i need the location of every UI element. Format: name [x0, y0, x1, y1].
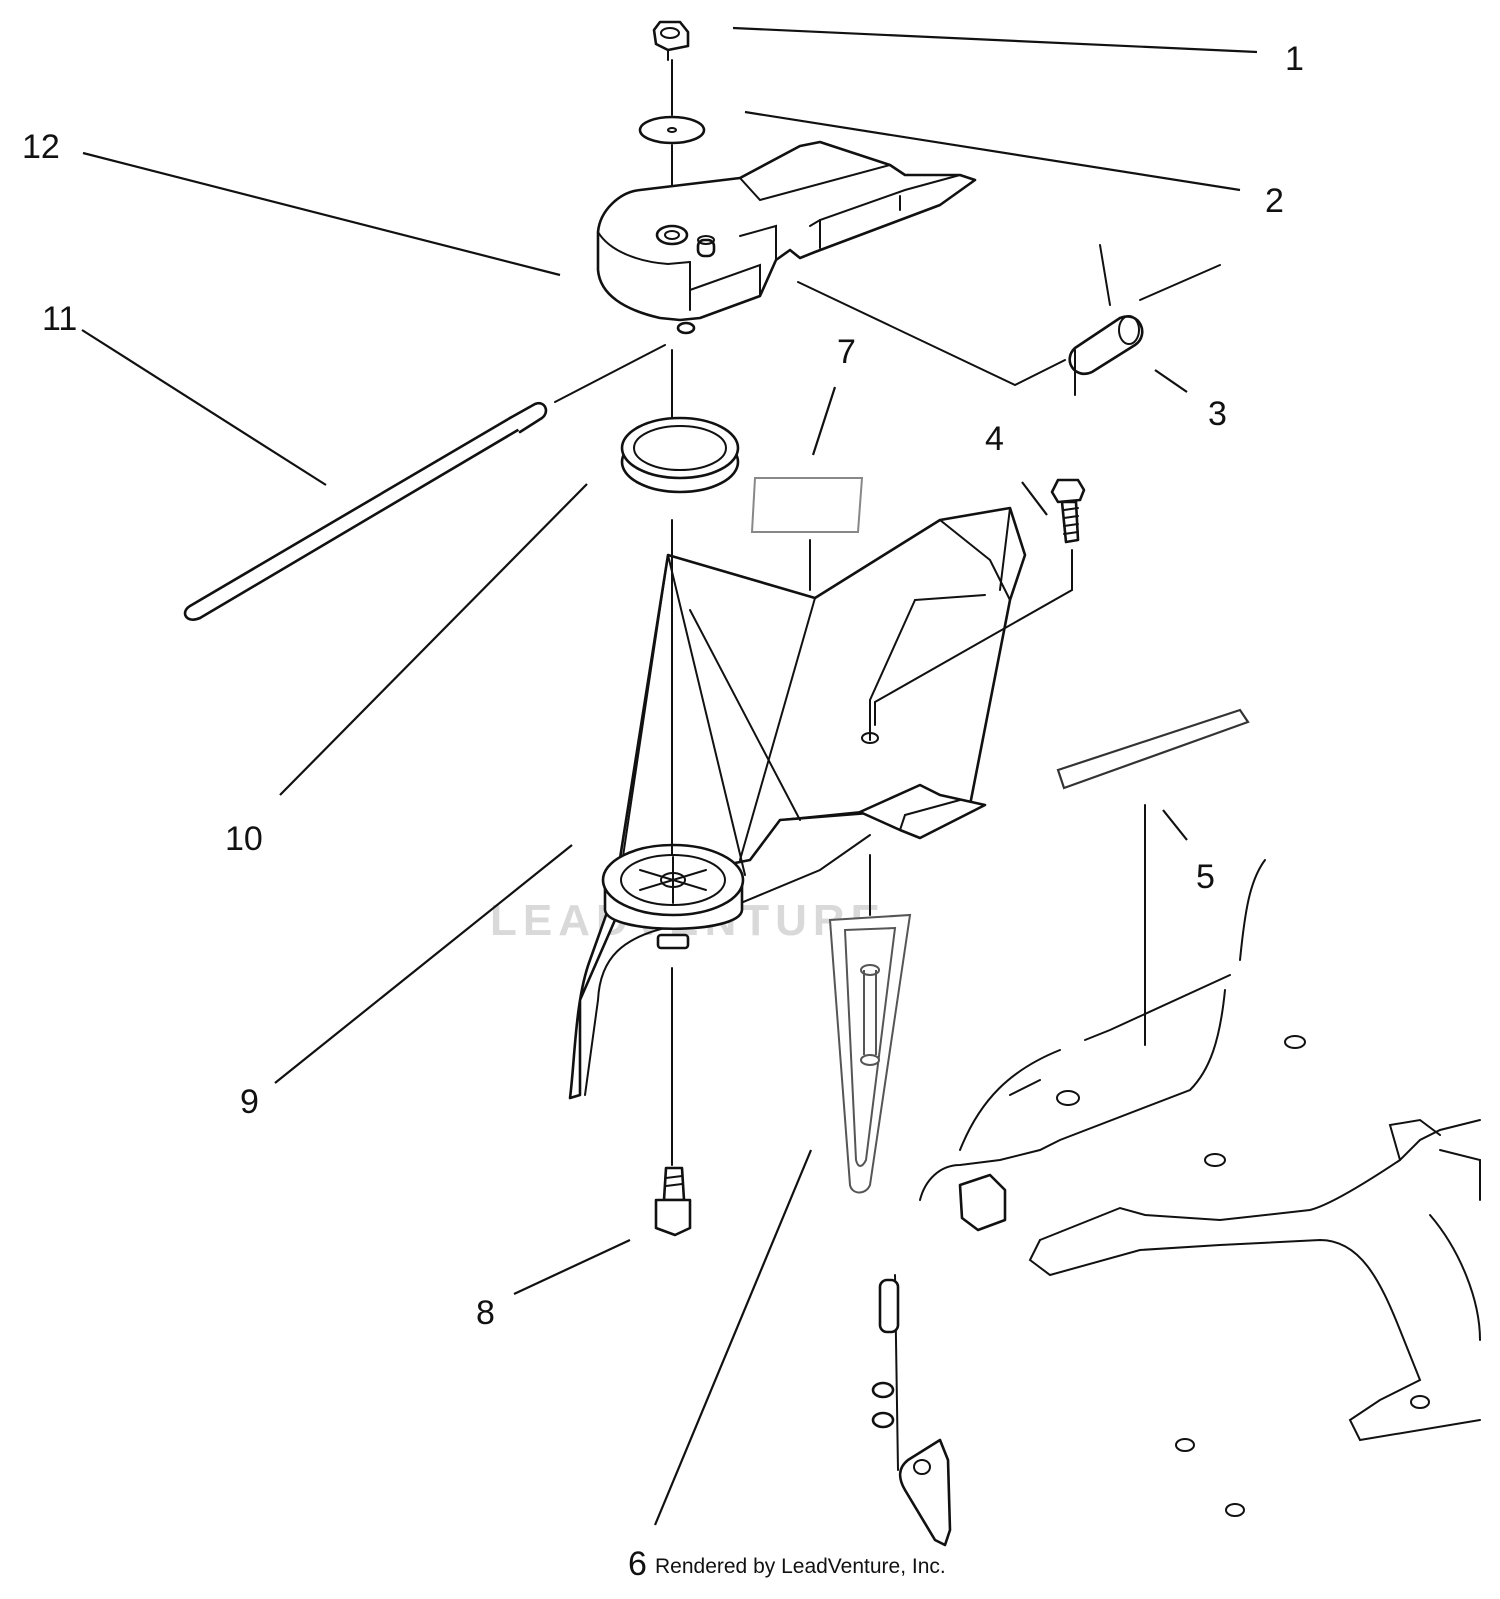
leader-lines: [81, 26, 1258, 1526]
part-5-strip-decal: [1056, 708, 1250, 790]
part-2-washer: [638, 115, 706, 145]
callout-6: 6: [628, 1545, 647, 1583]
callout-7: 7: [837, 333, 856, 371]
part-7-decal: [750, 477, 864, 533]
part-11-hinge-rod: [183, 401, 548, 621]
part-3-torsion-spring: [1068, 244, 1144, 396]
callout-11: 11: [42, 300, 77, 338]
part-9-discharge-chute: [568, 506, 1027, 1100]
part-8-shoulder-bolt: [654, 1166, 692, 1237]
part-6-deflector-plate: [828, 913, 912, 1194]
part-4-bolt: [1050, 478, 1086, 544]
mower-deck-housing: [919, 859, 1481, 1517]
hinge-bracket-lower: [871, 1274, 952, 1547]
part-10-bushing-ring: [620, 416, 740, 494]
callout-4: 4: [985, 420, 1004, 458]
part-1-nut: [652, 20, 690, 61]
callout-10: 10: [225, 820, 263, 858]
callout-2: 2: [1265, 182, 1284, 220]
part-12-deflector-bracket: [596, 140, 977, 335]
callout-5: 5: [1196, 858, 1215, 896]
callout-12: 12: [22, 128, 60, 166]
callout-labels: 1 2 3 4 5 6 7 8 9 10 11 12: [22, 40, 1304, 1583]
callout-1: 1: [1285, 40, 1304, 78]
callout-3: 3: [1208, 395, 1227, 433]
part-9-pulley: [601, 843, 745, 950]
footer-credit: Rendered by LeadVenture, Inc.: [655, 1555, 946, 1578]
callout-9: 9: [240, 1083, 259, 1121]
callout-8: 8: [476, 1294, 495, 1332]
